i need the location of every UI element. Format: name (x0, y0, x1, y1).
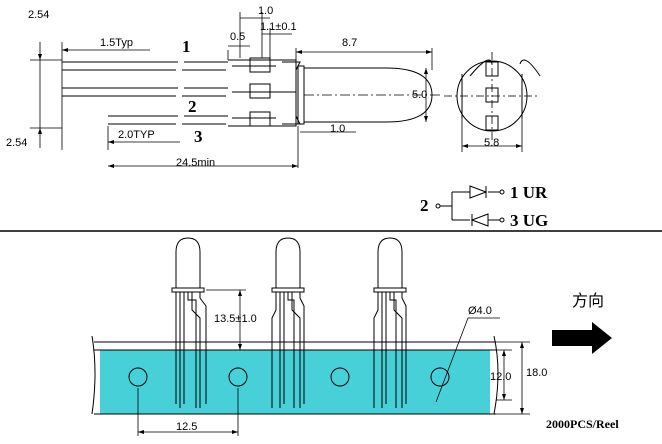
legend-schematic (435, 185, 505, 227)
dim-0-5-label: 0.5 (230, 31, 245, 43)
legend-common-label: 2 (420, 196, 429, 215)
packing-label: 2000PCS/Reel (546, 417, 619, 431)
legend-ug-label: 3 UG (510, 211, 548, 230)
tape-width-label: 18.0 (526, 367, 547, 379)
taped-led-1 (171, 237, 207, 408)
front-view (444, 52, 541, 152)
hole-row-label: 12.0 (490, 371, 511, 383)
direction-arrow-icon (552, 322, 612, 354)
direction-label: 方向 (572, 291, 604, 310)
taped-led-2 (271, 237, 305, 408)
tape-view (91, 237, 612, 436)
legend-ur-label: 1 UR (510, 183, 548, 202)
side-view (30, 12, 440, 168)
dim-1-0-top-label: 1.0 (258, 5, 273, 17)
body-len-label: 8.7 (342, 37, 357, 49)
dim-1-1-label: 1.1±0.1 (260, 21, 297, 33)
taped-led-3 (373, 237, 407, 408)
pin-3-label: 3 (194, 127, 203, 146)
lead-2-0-label: 2.0TYP (118, 129, 155, 141)
standoff-label: 13.5±1.0 (214, 313, 257, 325)
lead-1-5-label: 1.5Typ (100, 37, 133, 49)
tape-band (100, 350, 490, 414)
pitch-top-label: 2.54 (28, 9, 49, 21)
flange-label: 5.8 (484, 137, 499, 149)
min-lead-label: 24.5min (176, 157, 215, 169)
dim-1-0-bottom-label: 1.0 (330, 123, 345, 135)
body-dia-label: 5.0 (412, 89, 427, 101)
pitch-bottom-label: 2.54 (6, 137, 27, 149)
pin-2-label: 2 (188, 97, 197, 116)
tape-pitch-label: 12.5 (176, 421, 197, 433)
pin-1-label: 1 (182, 37, 191, 56)
hole-dia-label: Ø4.0 (468, 305, 492, 317)
